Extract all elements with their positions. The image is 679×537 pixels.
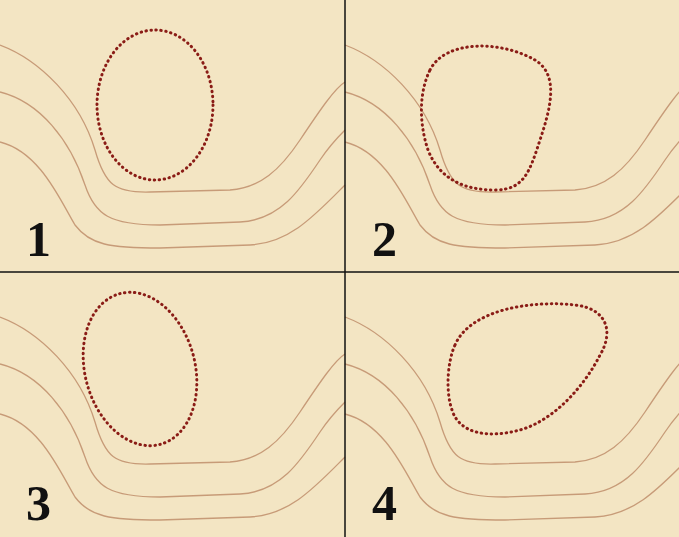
dotted-outline	[67, 279, 214, 458]
panel-number: 2	[372, 214, 397, 264]
contour-lines	[0, 45, 345, 248]
dotted-outline	[448, 304, 607, 434]
dotted-outline	[421, 46, 550, 190]
dotted-outline	[97, 30, 213, 180]
contour-lines	[0, 317, 345, 520]
panel-divider	[0, 271, 679, 273]
panel-number: 1	[26, 214, 51, 264]
panel-number: 4	[372, 478, 397, 528]
panel-number: 3	[26, 478, 51, 528]
panel-divider	[344, 0, 346, 537]
